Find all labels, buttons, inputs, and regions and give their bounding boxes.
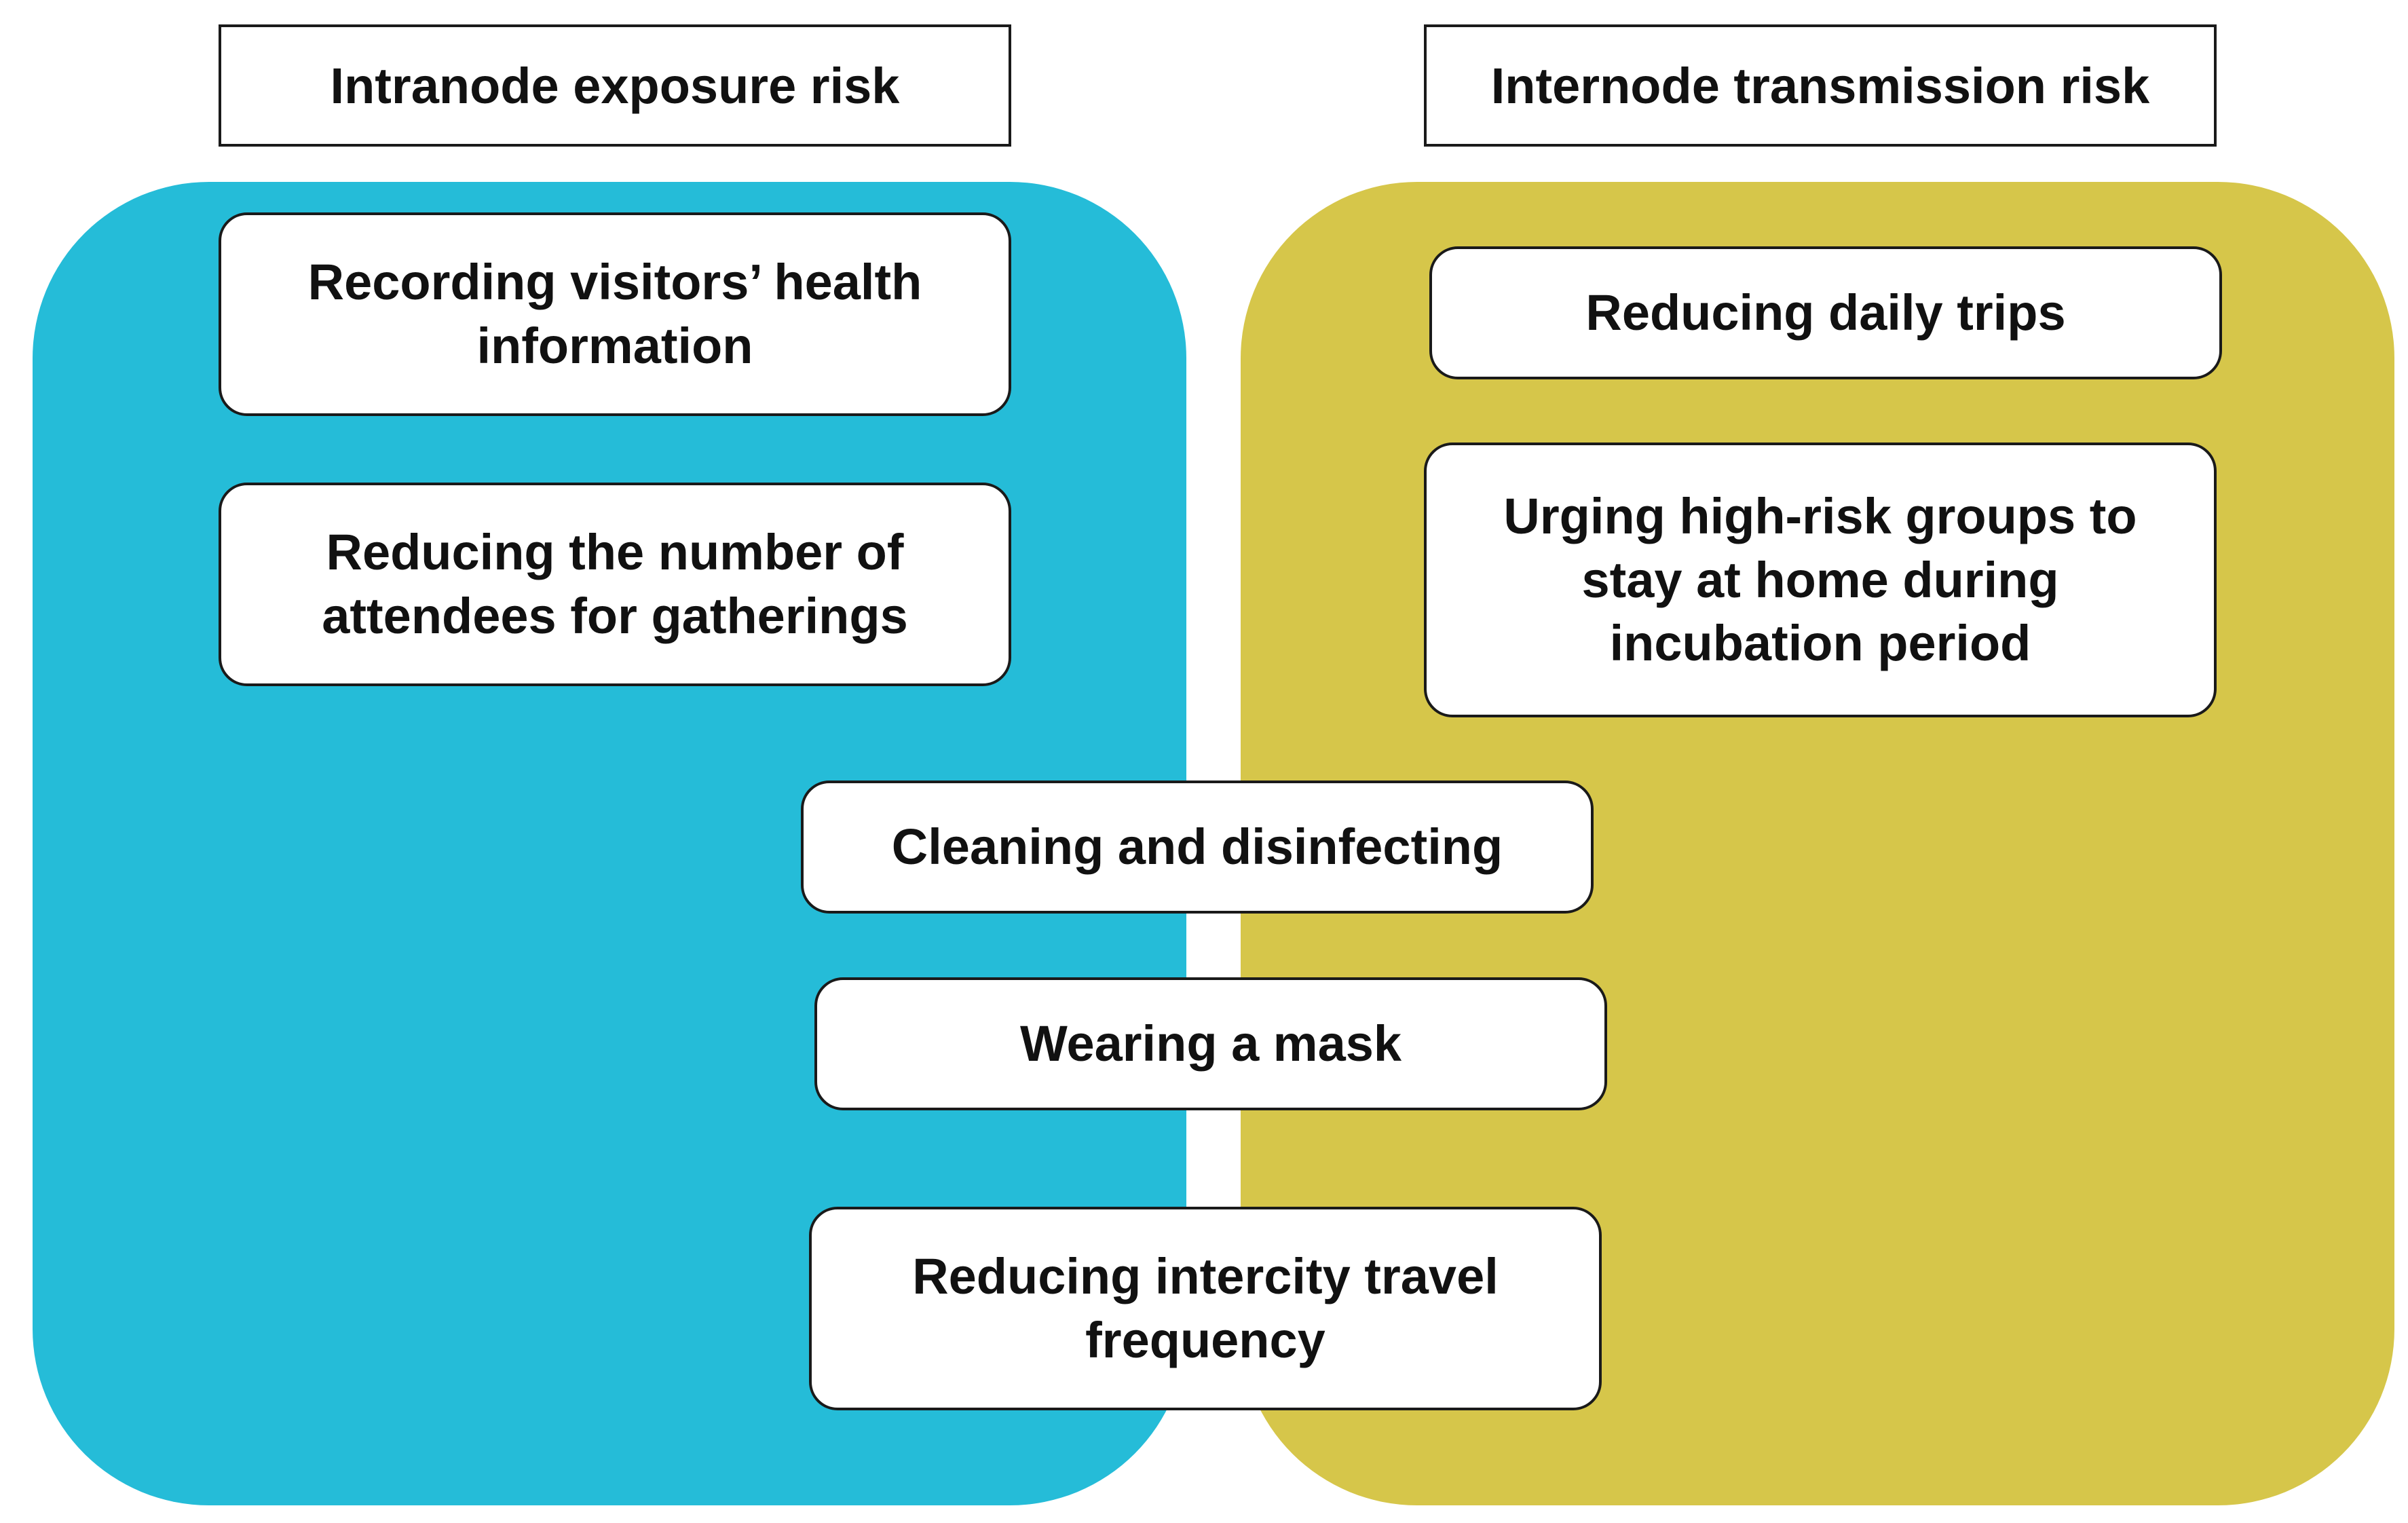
measure-reducing-attendees: Reducing the number of attendees for gat…	[219, 483, 1011, 686]
measure-reducing-intercity-travel: Reducing intercity travel frequency	[809, 1207, 1602, 1410]
measure-reducing-daily-trips: Reducing daily trips	[1429, 246, 2222, 379]
measure-urging-high-risk-home: Urging high-risk groups to stay at home …	[1424, 443, 2217, 717]
measure-recording-health-info: Recording visitors’ health information	[219, 212, 1011, 416]
measure-wearing-mask: Wearing a mask	[814, 977, 1607, 1110]
intranode-exposure-header: Intranode exposure risk	[219, 24, 1011, 147]
measure-cleaning-disinfecting: Cleaning and disinfecting	[801, 781, 1594, 914]
internode-transmission-header: Internode transmission risk	[1424, 24, 2217, 147]
